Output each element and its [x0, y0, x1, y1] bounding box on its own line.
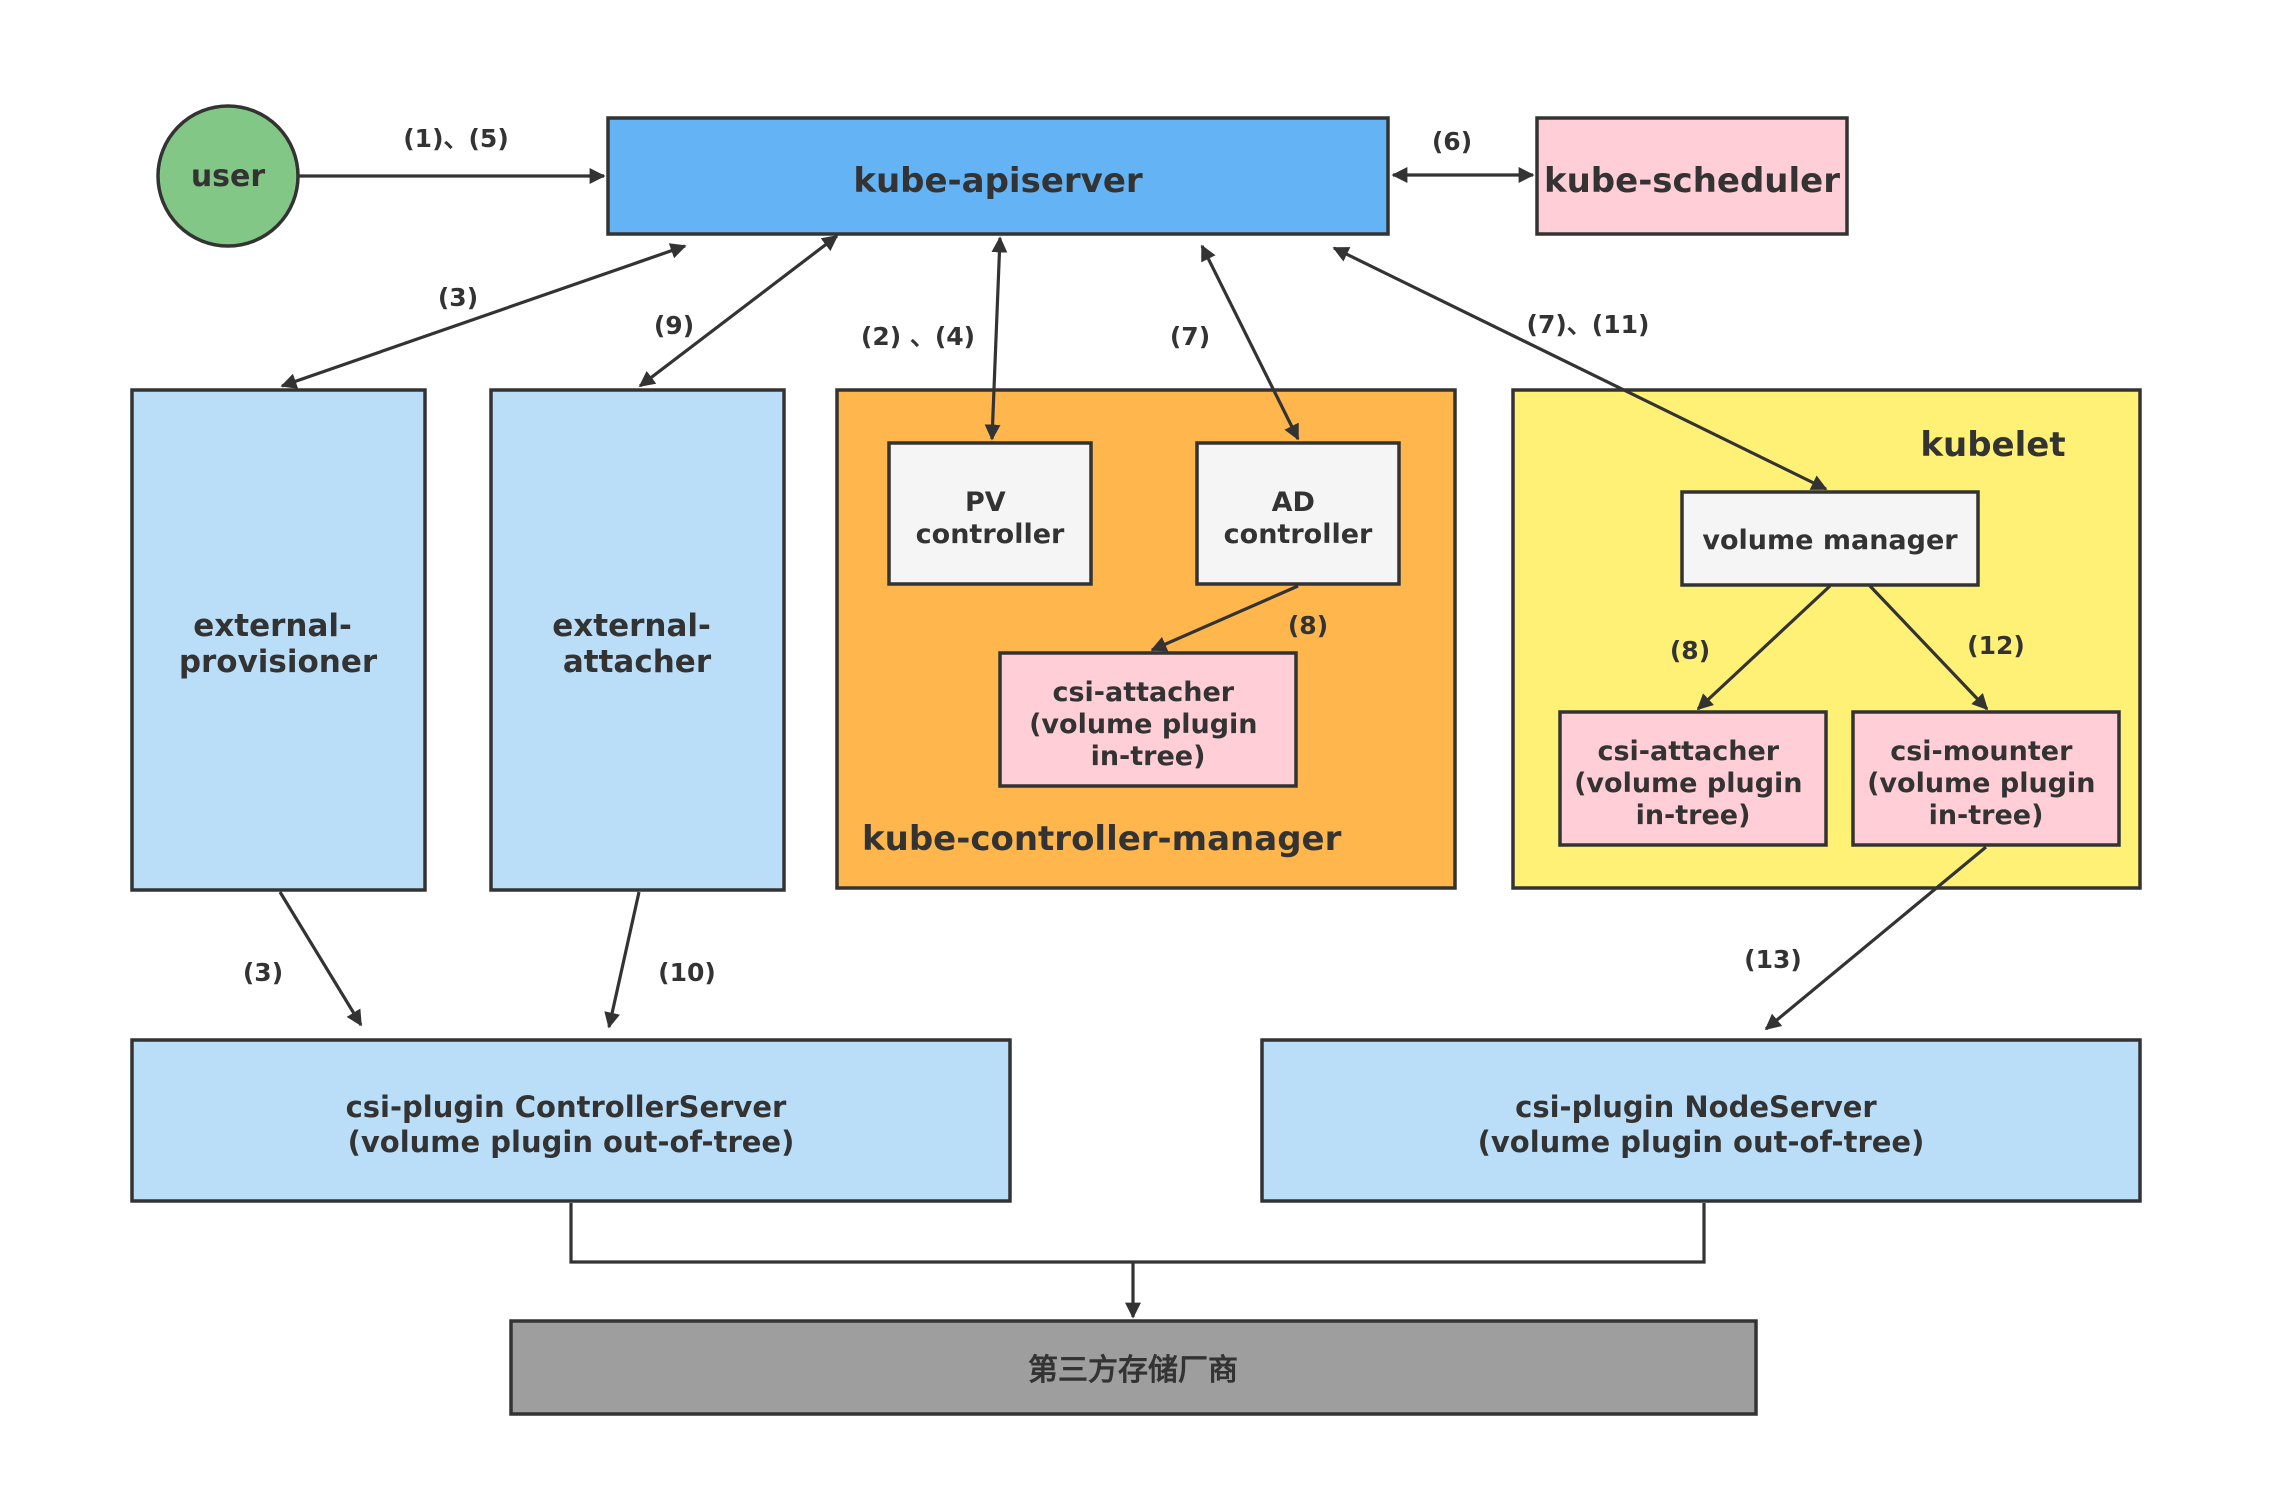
controller-server-box	[130, 1038, 1012, 1203]
edge-attacher-controller-server	[604, 891, 641, 1029]
kubelet-csi-mounter-line-1: csi-mounter	[1890, 736, 2073, 767]
external-attacher-line-2: attacher	[563, 644, 712, 680]
kcm-csi-attacher-line-2: (volume plugin	[1029, 709, 1257, 740]
edge-labels: (1)、(5) (6) (3) (9) (2) 、(4) (7) (7)、(11…	[243, 124, 2025, 987]
kubelet-csi-attacher-box	[1558, 710, 1828, 847]
edge-vm-csi-mounter	[1868, 584, 1989, 711]
ad-controller-line-1: AD	[1272, 487, 1315, 518]
node-server-box	[1260, 1038, 2142, 1203]
user-node: user	[156, 104, 300, 248]
edge-label-apiserver-attacher: (9)	[654, 311, 694, 340]
edge-label-apiserver-volume-manager: (7)、(11)	[1527, 310, 1650, 339]
node-server-label: csi-plugin NodeServer (volume plugin out…	[1478, 1090, 1925, 1159]
kcm-csi-attacher-line-1: csi-attacher	[1052, 677, 1234, 708]
kubelet-csi-attacher-node: csi-attacher (volume plugin in-tree)	[1558, 710, 1828, 847]
external-attacher-label: external- attacher	[552, 608, 721, 680]
external-provisioner-line-1: external-	[193, 608, 352, 644]
volume-manager-node: volume manager	[1680, 490, 1980, 587]
edge-mounter-node-server	[1764, 845, 1988, 1031]
storage-vendor-node: 第三方存储厂商	[509, 1319, 1758, 1416]
volume-manager-label: volume manager	[1702, 525, 1958, 556]
edge-label-apiserver-pv-controller: (2) 、(4)	[861, 322, 975, 351]
edge-label-attacher-controller-server: (10)	[658, 958, 716, 987]
storage-vendor-box	[509, 1319, 1758, 1416]
kube-scheduler-node: kube-scheduler	[1535, 116, 1849, 236]
kube-scheduler-box	[1535, 116, 1849, 236]
kcm-csi-attacher-node: csi-attacher (volume plugin in-tree)	[998, 651, 1298, 788]
external-attacher-box	[489, 388, 786, 892]
kcm-csi-attacher-box	[998, 651, 1298, 788]
kubelet-csi-mounter-line-2: (volume plugin	[1867, 768, 2095, 799]
pv-controller-line-2: controller	[916, 519, 1065, 550]
controller-server-line-1: csi-plugin ControllerServer	[346, 1090, 787, 1124]
kubelet-csi-mounter-line-3: in-tree)	[1929, 800, 2044, 831]
kubelet-csi-mounter-label: csi-mounter (volume plugin in-tree)	[1867, 736, 2105, 831]
kube-scheduler-label: kube-scheduler	[1544, 161, 1840, 201]
node-server-node: csi-plugin NodeServer (volume plugin out…	[1260, 1038, 2142, 1203]
kube-apiserver-node: kube-apiserver	[606, 116, 1390, 236]
controller-server-node: csi-plugin ControllerServer (volume plug…	[130, 1038, 1012, 1203]
ad-controller-label: AD controller	[1224, 487, 1373, 550]
edge-apiserver-pv-controller	[984, 236, 1008, 441]
user-label: user	[191, 159, 266, 194]
node-server-line-2: (volume plugin out-of-tree)	[1478, 1125, 1925, 1159]
external-attacher-node: external- attacher	[489, 388, 786, 892]
user-circle	[156, 104, 300, 248]
edge-label-apiserver-ad-controller: (7)	[1170, 322, 1210, 351]
kubelet-csi-attacher-line-2: (volume plugin	[1574, 768, 1802, 799]
controller-server-line-2: (volume plugin out-of-tree)	[348, 1125, 795, 1159]
external-provisioner-node: external- provisioner	[130, 388, 427, 892]
edge-label-provisioner-controller-server: (3)	[243, 958, 283, 987]
edge-label-vm-csi-mounter: (12)	[1967, 631, 2025, 660]
storage-vendor-label: 第三方存储厂商	[1028, 1353, 1238, 1388]
edge-label-vm-csi-attacher: (8)	[1670, 636, 1710, 665]
edge-apiserver-ad-controller	[1200, 244, 1300, 441]
kubelet-csi-attacher-line-3: in-tree)	[1636, 800, 1751, 831]
node-server-line-1: csi-plugin NodeServer	[1515, 1090, 1877, 1124]
edge-label-user-apiserver: (1)、(5)	[403, 124, 509, 153]
pv-controller-node: PV controller	[887, 441, 1093, 586]
kubelet-csi-attacher-line-1: csi-attacher	[1597, 736, 1779, 767]
edge-apiserver-attacher	[638, 234, 839, 388]
edge-label-apiserver-scheduler: (6)	[1432, 127, 1472, 156]
kubelet-label: kubelet	[1920, 425, 2065, 465]
edges	[278, 167, 1989, 1319]
edge-ad-csi-attacher	[1150, 584, 1299, 652]
kubelet-csi-attacher-label: csi-attacher (volume plugin in-tree)	[1574, 736, 1812, 831]
volume-manager-box	[1680, 490, 1980, 587]
edge-apiserver-provisioner	[280, 243, 687, 389]
kube-controller-manager-label: kube-controller-manager	[862, 819, 1342, 859]
edge-apiserver-volume-manager	[1332, 246, 1828, 491]
external-attacher-line-1: external-	[552, 608, 711, 644]
pv-controller-line-1: PV	[965, 487, 1006, 518]
controller-server-label: csi-plugin ControllerServer (volume plug…	[346, 1090, 797, 1159]
pv-controller-label: PV controller	[916, 487, 1065, 550]
edge-provisioner-controller-server	[278, 891, 363, 1027]
kubelet-csi-mounter-node: csi-mounter (volume plugin in-tree)	[1851, 710, 2121, 847]
kcm-csi-attacher-line-3: in-tree)	[1091, 741, 1206, 772]
kubelet-csi-mounter-box	[1851, 710, 2121, 847]
ad-controller-node: AD controller	[1195, 441, 1401, 586]
ad-controller-line-2: controller	[1224, 519, 1373, 550]
external-provisioner-box	[130, 388, 427, 892]
external-provisioner-line-2: provisioner	[179, 644, 378, 680]
kube-apiserver-box	[606, 116, 1390, 236]
kcm-csi-attacher-label: csi-attacher (volume plugin in-tree)	[1029, 677, 1267, 772]
edge-label-mounter-node-server: (13)	[1744, 945, 1802, 974]
kube-apiserver-label: kube-apiserver	[853, 161, 1143, 201]
edge-vm-csi-attacher	[1696, 584, 1832, 711]
edge-label-ad-csi-attacher: (8)	[1288, 611, 1328, 640]
pv-controller-box	[887, 441, 1093, 586]
external-provisioner-label: external- provisioner	[179, 608, 378, 680]
edge-label-apiserver-provisioner: (3)	[438, 283, 478, 312]
edge-servers-connector	[569, 1203, 1706, 1264]
